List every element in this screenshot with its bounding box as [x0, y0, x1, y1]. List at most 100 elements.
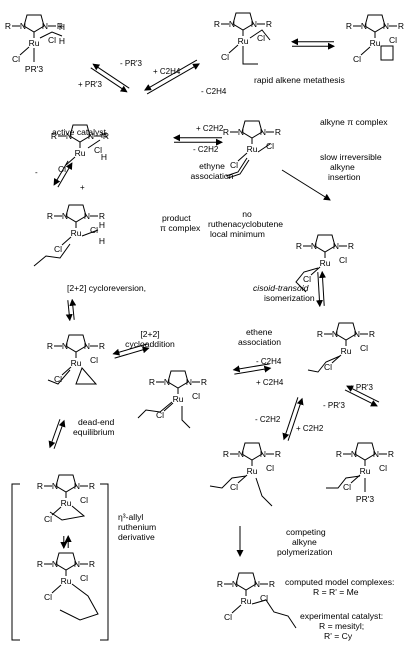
substituent-label: R [149, 377, 155, 387]
no-ruthenacyclobutene-label-2: ruthenacyclobutene [208, 219, 284, 229]
chloride-label: Cl [58, 164, 66, 174]
substituent-label: R [388, 449, 394, 459]
chloride-label: Cl [54, 244, 62, 254]
ruthenium-label: Ru [320, 258, 331, 268]
ru-cl-bond [51, 584, 62, 594]
metallacycle-ring [380, 45, 394, 61]
ruthenium-label: Ru [71, 358, 82, 368]
chloride-label: Cl [90, 355, 98, 365]
substituent-label: R [57, 21, 63, 31]
allyl-label-2: ruthenium [118, 522, 157, 532]
nhc-complex-dienylcarbene [224, 572, 268, 596]
cycloaddition-label-1: [2+2] [140, 329, 160, 339]
substituent-label: R [275, 127, 281, 137]
phosphine-label: PR'3 [356, 494, 374, 504]
experimental-catalyst-label-2: R = mesityl; [319, 621, 365, 631]
substituent-label: R [99, 211, 105, 221]
ruthenium-label: Ru [61, 498, 72, 508]
chloride-label: Cl [156, 410, 164, 420]
imidazolinylidene-ring [314, 234, 336, 253]
ru-cl-bond [51, 506, 62, 516]
chloride-label: Cl [257, 33, 265, 43]
nhc-complex-vinylcarbene-transoid [324, 322, 368, 346]
nitrogen-label: N [62, 211, 68, 221]
substituent-label: R [89, 481, 95, 491]
allyl-ring-1 [49, 505, 86, 521]
eq-ethene-binding-reverse [144, 59, 198, 91]
nitrogen-label: N [88, 131, 94, 141]
chloride-label: Cl [339, 255, 347, 265]
nitrogen-label: N [229, 19, 235, 29]
chloride-label: Cl [379, 463, 387, 473]
nitrogen-label: N [232, 579, 238, 589]
ruthenium-label: Ru [61, 576, 72, 586]
substituent-label: R [201, 377, 207, 387]
nitrogen-label: N [332, 329, 338, 339]
ru-cl-bond [61, 236, 72, 246]
chloride-label: Cl [224, 612, 232, 622]
alkyne-complex-label: alkyne π complex [320, 117, 388, 127]
nitrogen-label: N [74, 559, 80, 569]
nitrogen-label: N [84, 211, 90, 221]
isomerization-label-2: isomerization [264, 293, 315, 303]
nitrogen-label: N [373, 449, 379, 459]
imidazolinylidene-ring [354, 442, 376, 461]
nitrogen-label: N [66, 131, 72, 141]
ruthenium-label: Ru [247, 466, 258, 476]
eq-isomerization-reverse [319, 270, 327, 306]
plus-butadiene-label: + [80, 183, 85, 192]
ruthenium-label: Ru [360, 466, 371, 476]
nitrogen-label: N [260, 449, 266, 459]
eq-ethene-association-forward [234, 365, 272, 375]
ru-cl-bond [61, 366, 72, 376]
imidazolinylidene-ring [69, 124, 91, 143]
ru-cl-bond [228, 44, 239, 54]
plus-c2h4-label: + C2H4 [153, 67, 181, 76]
hydrogen-label: H [59, 36, 65, 46]
eq-cycloreversion-reverse [69, 298, 77, 320]
plus-c2h2-b-label: + C2H2 [296, 424, 324, 433]
substituent-label: R [275, 449, 281, 459]
nhc-complex-ruthenacyclobutane-diene [54, 334, 98, 358]
substituent-label: R [37, 481, 43, 491]
nhc-complex-vinylcarbene-alkyne [230, 442, 274, 466]
chloride-label: Cl [192, 391, 200, 401]
ru-cl-bond [19, 46, 30, 56]
vinylcarbene-chain [295, 267, 319, 293]
model-complexes-label-1: computed model complexes: [285, 577, 395, 587]
chloride-label: Cl [221, 52, 229, 62]
ru-cl-bond [231, 604, 242, 614]
ruthenium-label: Ru [370, 38, 381, 48]
chloride-label: Cl [353, 54, 361, 64]
nhc-complex-active-catalyst [58, 124, 102, 148]
dead-end-label-2: equilibrium [73, 427, 115, 437]
hydrogen-label: H [59, 22, 65, 32]
ru-ch2-bond [81, 229, 99, 237]
nitrogen-label: N [238, 449, 244, 459]
allyl-ring-2 [59, 583, 99, 621]
imidazolinylidene-ring [55, 474, 77, 493]
model-complexes-label-2: R = R' = Me [313, 587, 359, 597]
ruthenium-label: Ru [238, 36, 249, 46]
substituent-label: R [37, 559, 43, 569]
plus-pr3-label: + PR'3 [78, 80, 102, 89]
nitrogen-label: N [74, 481, 80, 491]
product-complex-label-1: product [162, 213, 191, 223]
methylidene-bond [87, 139, 101, 149]
chloride-label: Cl [230, 482, 238, 492]
dead-end-label-1: dead-end [78, 417, 115, 427]
minus-pr3-label: - PR'3 [120, 59, 142, 68]
minus-c2h4-label: - C2H4 [201, 87, 227, 96]
eq-phosphine-loss-reverse [92, 63, 130, 89]
nitrogen-label: N [52, 559, 58, 569]
ruthenium-label: Ru [247, 144, 258, 154]
hydrogen-label: H [99, 220, 105, 230]
nhc-complex-ruthenacyclobutane [353, 14, 397, 38]
ru-cl-bond [65, 156, 76, 166]
chloride-label: Cl [80, 495, 88, 505]
eq-cycloaddition-reverse [114, 346, 150, 359]
nitrogen-label: N [20, 21, 26, 31]
cyclobutane-ring [75, 367, 98, 385]
competing-label-1: competing [286, 527, 326, 537]
nitrogen-label: N [164, 377, 170, 387]
